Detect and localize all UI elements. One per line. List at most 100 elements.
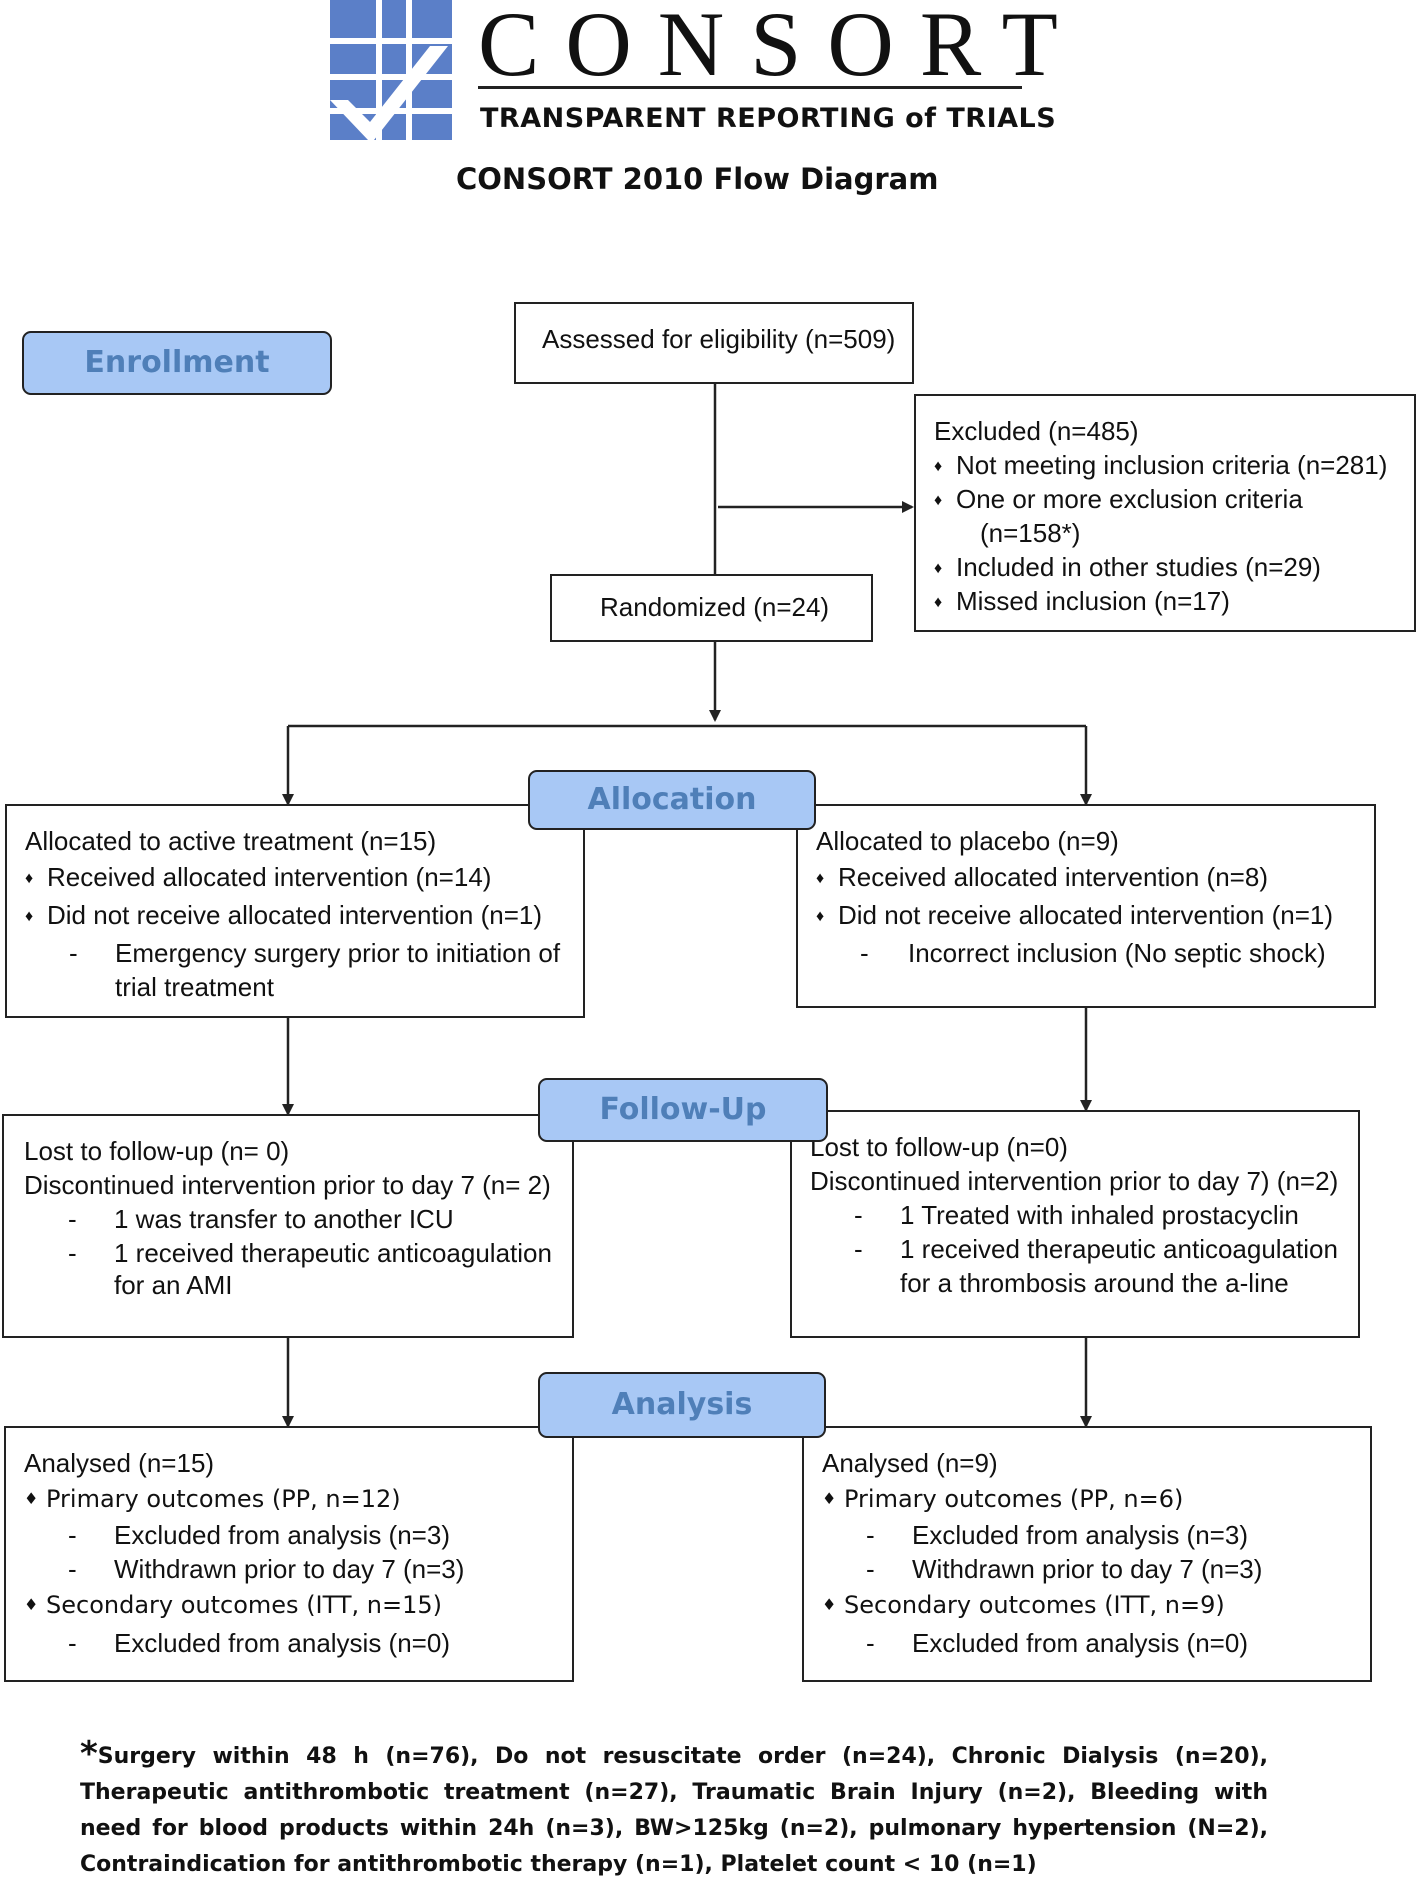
followup-left-box: Lost to follow-up (n= 0) Discontinued in… xyxy=(2,1114,574,1338)
withdrawn-label: Withdrawn prior to day 7 (n=3) xyxy=(912,1554,1263,1584)
allocation-left-received: ♦ Received allocated intervention (n=14) xyxy=(25,860,491,896)
analysis-right-title: Analysed (n=9) xyxy=(822,1448,998,1478)
dash-icon: - xyxy=(68,1554,77,1584)
footnote: *Surgery within 48 h (n=76), Do not resu… xyxy=(80,1736,1268,1883)
logo-divider xyxy=(478,86,1022,89)
logo-tagline: TRANSPARENT REPORTING of TRIALS xyxy=(480,103,1057,134)
bullet-icon: ♦ xyxy=(822,1489,837,1508)
analysis-right-primary-excluded: - Excluded from analysis (n=3) xyxy=(866,1518,1248,1552)
analysis-right-primary: ♦ Primary outcomes (PP, n=6) xyxy=(822,1482,1183,1516)
stage-followup: Follow-Up xyxy=(538,1078,828,1142)
assessed-text: Assessed for eligibility (n=509) xyxy=(542,324,896,354)
analysis-right-secondary: ♦ Secondary outcomes (ITT, n=9) xyxy=(822,1588,1225,1622)
followup-right-reason-2: - 1 received therapeutic anticoagulation xyxy=(854,1232,1338,1266)
analysis-left-primary-withdrawn: - Withdrawn prior to day 7 (n=3) xyxy=(68,1552,464,1586)
stage-allocation: Allocation xyxy=(528,770,816,830)
analysis-left-box: Analysed (n=15) ♦ Primary outcomes (PP, n… xyxy=(4,1426,574,1682)
excluded-label: Excluded from analysis (n=0) xyxy=(114,1628,450,1658)
excluded-item-4: ♦ Missed inclusion (n=17) xyxy=(934,584,1230,620)
excluded-title: Excluded (n=485) xyxy=(934,416,1139,446)
consort-logo-mark xyxy=(330,0,452,140)
excluded-item-label: One or more exclusion criteria xyxy=(956,484,1303,514)
dash-icon: - xyxy=(68,1520,77,1550)
reason-label: 1 Treated with inhaled prostacyclin xyxy=(900,1200,1299,1230)
bullet-icon: ♦ xyxy=(816,908,825,925)
dash-icon: - xyxy=(866,1520,875,1550)
not-received-label: Did not receive allocated intervention (… xyxy=(47,900,543,930)
dash-icon: - xyxy=(866,1628,875,1658)
allocation-left-not-received: ♦ Did not receive allocated intervention … xyxy=(25,898,542,934)
followup-left-reason-2: - 1 received therapeutic anticoagulation xyxy=(68,1236,552,1270)
followup-left-reason-1: - 1 was transfer to another ICU xyxy=(68,1202,454,1236)
bullet-icon: ♦ xyxy=(934,492,943,509)
secondary-label: Secondary outcomes (ITT, n=15) xyxy=(46,1591,443,1619)
analysis-left-secondary: ♦ Secondary outcomes (ITT, n=15) xyxy=(24,1588,442,1622)
allocation-right-box: Allocated to placebo (n=9) ♦ Received all… xyxy=(796,804,1376,1008)
followup-right-lost: Lost to follow-up (n=0) xyxy=(810,1132,1068,1162)
reason-label: 1 was transfer to another ICU xyxy=(114,1204,454,1234)
dash-icon: - xyxy=(866,1554,875,1584)
excluded-item-3: ♦ Included in other studies (n=29) xyxy=(934,550,1321,586)
analysis-right-secondary-excluded: - Excluded from analysis (n=0) xyxy=(866,1626,1248,1660)
dash-icon: - xyxy=(68,1204,77,1234)
dash-icon: - xyxy=(860,938,869,968)
dash-icon: - xyxy=(68,1628,77,1658)
bullet-icon: ♦ xyxy=(25,908,34,925)
followup-left-discontinued: Discontinued intervention prior to day 7… xyxy=(24,1170,551,1200)
reason-label: Emergency surgery prior to initiation of xyxy=(115,938,561,968)
excluded-item-label: Missed inclusion (n=17) xyxy=(956,586,1230,616)
randomized-box: Randomized (n=24) xyxy=(550,574,873,642)
assessed-box: Assessed for eligibility (n=509) xyxy=(514,302,914,384)
analysis-left-primary-excluded: - Excluded from analysis (n=3) xyxy=(68,1518,450,1552)
allocation-left-reason-cont: trial treatment xyxy=(115,972,274,1002)
reason-label: 1 received therapeutic anticoagulation xyxy=(114,1238,552,1268)
stage-enrollment: Enrollment xyxy=(22,331,332,395)
allocation-right-reason: - Incorrect inclusion (No septic shock) xyxy=(860,936,1326,970)
allocation-left-box: Allocated to active treatment (n=15) ♦Re… xyxy=(5,804,585,1018)
secondary-label: Secondary outcomes (ITT, n=9) xyxy=(844,1591,1225,1619)
received-label: Received allocated intervention (n=8) xyxy=(838,862,1268,892)
dash-icon: - xyxy=(69,938,78,968)
excluded-label: Excluded from analysis (n=3) xyxy=(912,1520,1248,1550)
excluded-item-label: Included in other studies (n=29) xyxy=(956,552,1321,582)
excluded-label: Excluded from analysis (n=3) xyxy=(114,1520,450,1550)
bullet-icon: ♦ xyxy=(934,560,943,577)
analysis-left-primary: ♦ Primary outcomes (PP, n=12) xyxy=(24,1482,401,1516)
bullet-icon: ♦ xyxy=(816,870,825,887)
withdrawn-label: Withdrawn prior to day 7 (n=3) xyxy=(114,1554,465,1584)
received-label: Received allocated intervention (n=14) xyxy=(47,862,492,892)
allocation-right-not-received: ♦Did not receive allocated intervention … xyxy=(816,898,1333,934)
dash-icon: - xyxy=(68,1238,77,1268)
primary-label: Primary outcomes (PP, n=12) xyxy=(46,1485,401,1513)
followup-right-reason-2-cont: for a thrombosis around the a-line xyxy=(900,1268,1289,1298)
excluded-label: Excluded from analysis (n=0) xyxy=(912,1628,1248,1658)
followup-left-lost: Lost to follow-up (n= 0) xyxy=(24,1136,290,1166)
bullet-icon: ♦ xyxy=(934,594,943,611)
reason-label: 1 received therapeutic anticoagulation xyxy=(900,1234,1338,1264)
stage-analysis: Analysis xyxy=(538,1372,826,1438)
excluded-item-label: Not meeting inclusion criteria (n=281) xyxy=(956,450,1388,480)
bullet-icon: ♦ xyxy=(25,870,34,887)
dash-icon: - xyxy=(854,1200,863,1230)
analysis-right-box: Analysed (n=9) ♦ Primary outcomes (PP, n=… xyxy=(802,1426,1372,1682)
randomized-text: Randomized (n=24) xyxy=(600,592,830,622)
reason-label: Incorrect inclusion (No septic shock) xyxy=(908,938,1326,968)
excluded-item-2-cont: (n=158*) xyxy=(980,518,1081,548)
footnote-text: Surgery within 48 h (n=76), Do not resus… xyxy=(80,1744,1268,1877)
followup-right-box: Lost to follow-up (n=0) Discontinued int… xyxy=(790,1110,1360,1338)
allocation-right-title: Allocated to placebo (n=9) xyxy=(816,826,1119,856)
analysis-left-title: Analysed (n=15) xyxy=(24,1448,215,1478)
excluded-item-2: ♦ One or more exclusion criteria xyxy=(934,482,1303,518)
allocation-left-reason: - Emergency surgery prior to initiation o… xyxy=(69,936,560,970)
dash-icon: - xyxy=(854,1234,863,1264)
diagram-title: CONSORT 2010 Flow Diagram xyxy=(456,162,939,196)
bullet-icon: ♦ xyxy=(24,1595,39,1614)
primary-label: Primary outcomes (PP, n=6) xyxy=(844,1485,1184,1513)
bullet-icon: ♦ xyxy=(822,1595,837,1614)
bullet-icon: ♦ xyxy=(934,458,943,475)
bullet-icon: ♦ xyxy=(24,1489,39,1508)
followup-left-reason-2-cont: for an AMI xyxy=(114,1270,233,1300)
analysis-left-secondary-excluded: - Excluded from analysis (n=0) xyxy=(68,1626,450,1660)
followup-right-reason-1: - 1 Treated with inhaled prostacyclin xyxy=(854,1198,1299,1232)
